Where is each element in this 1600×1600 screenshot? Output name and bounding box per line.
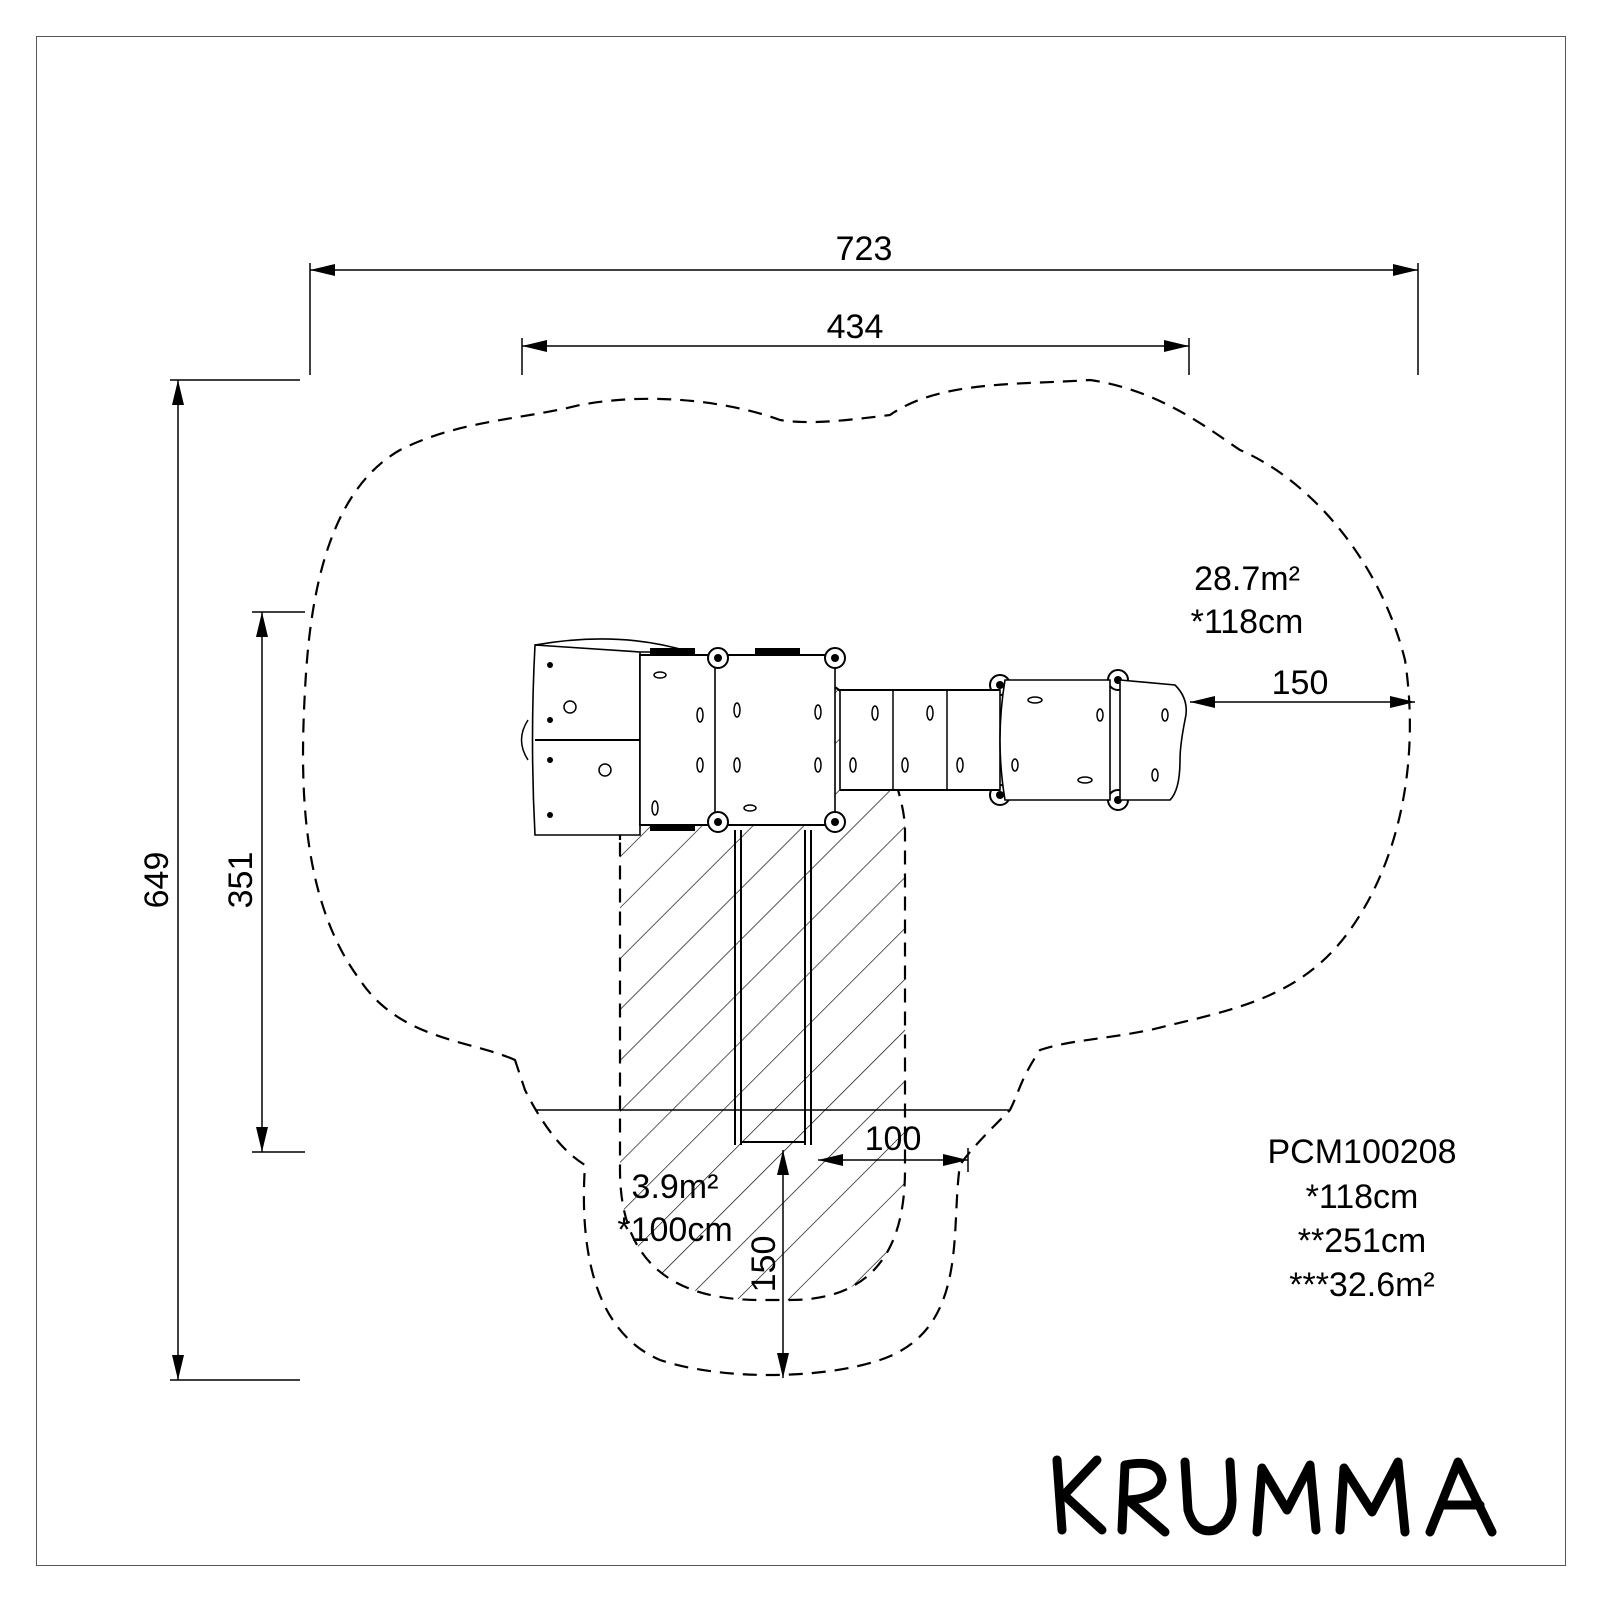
- product-code: PCM100208: [1267, 1133, 1456, 1171]
- slide-chute: [734, 830, 812, 1145]
- drawing-frame: [36, 36, 1566, 1566]
- overall-depth-label: 649: [138, 852, 176, 909]
- krumma-logo: [1052, 1455, 1497, 1537]
- main-platform: [639, 648, 836, 831]
- slide-area-label: 3.9m²: [632, 1168, 719, 1206]
- dimension-overall-depth: [170, 379, 300, 1381]
- right-clearance-label: 150: [1272, 664, 1329, 702]
- structure-depth-label: 351: [222, 852, 260, 909]
- dimension-right-clearance: [1190, 696, 1415, 708]
- dimension-structure-width: [521, 338, 1190, 375]
- dimension-slide-width: [818, 1148, 969, 1172]
- spec-fall-height: **251cm: [1298, 1222, 1427, 1260]
- slide-height-label: *100cm: [617, 1211, 732, 1249]
- safety-zone-outline: [301, 378, 1411, 1377]
- slide-runout-label: 150: [745, 1236, 783, 1293]
- structure-width-label: 434: [827, 308, 884, 346]
- main-area-label: 28.7m²: [1194, 560, 1300, 598]
- overall-width-label: 723: [836, 230, 893, 268]
- spec-height: *118cm: [1306, 1178, 1419, 1216]
- dimension-structure-depth: [252, 611, 305, 1153]
- main-height-label: *118cm: [1191, 603, 1304, 641]
- dimension-slide-runout: [777, 1150, 789, 1378]
- spec-total-area: ***32.6m²: [1289, 1266, 1435, 1304]
- bridge-module: [839, 689, 1001, 791]
- slide-width-label: 100: [865, 1120, 922, 1158]
- end-platform: [999, 679, 1188, 801]
- dimension-overall-width: [309, 263, 1419, 375]
